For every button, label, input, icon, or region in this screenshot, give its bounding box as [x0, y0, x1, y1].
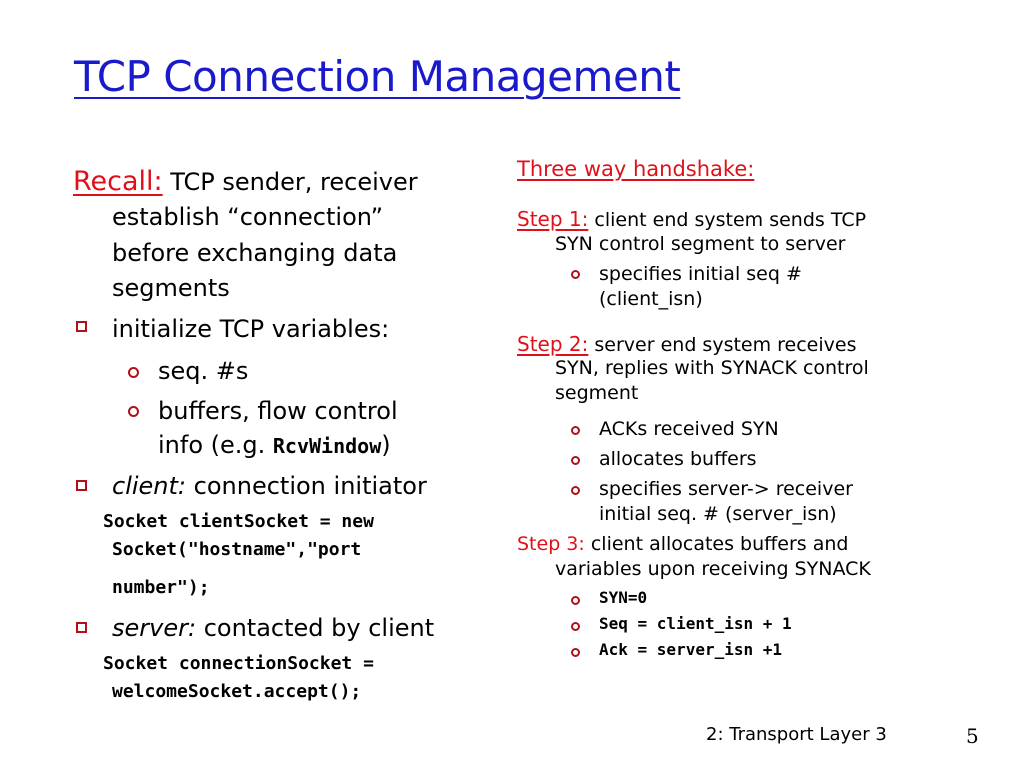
client-text: connection initiator [193, 472, 427, 500]
recall-text-4: segments [112, 274, 230, 302]
step1-text: client end system sends TCP [594, 209, 867, 231]
footer-label: 2: Transport Layer 3 [706, 724, 887, 745]
step2-line: Step 2: server end system receives [517, 332, 856, 356]
step2-text-2: SYN, replies with SYNACK control [555, 357, 869, 379]
step1-sub-2: (client_isn) [599, 288, 703, 310]
step1-sub-1: specifies initial seq # [599, 263, 802, 285]
step1-label: Step 1: [517, 207, 589, 231]
recall-text-3: before exchanging data [112, 239, 398, 267]
buffers-text-2: info (e.g. RcvWindow) [158, 431, 391, 459]
circle-bullet-icon [571, 486, 580, 495]
buffers-suffix: ) [381, 431, 391, 459]
server-label: server: [112, 614, 197, 642]
step2-sub-3: specifies server-> receiver [599, 478, 853, 500]
seq-text: seq. #s [158, 357, 249, 385]
square-bullet-icon [76, 480, 87, 491]
recall-text: TCP sender, receiver [170, 168, 418, 196]
client-label: client: [112, 472, 187, 500]
step3-sub-3: Ack = server_isn +1 [599, 640, 783, 659]
circle-bullet-icon [571, 426, 580, 435]
step3-text-2: variables upon receiving SYNACK [555, 558, 871, 580]
server-code-2: welcomeSocket.accept(); [112, 681, 362, 702]
step3-sub-2: Seq = client_isn + 1 [599, 614, 792, 633]
buffers-text-1: buffers, flow control [158, 397, 398, 425]
init-vars-text: initialize TCP variables: [112, 315, 390, 343]
client-code-1: Socket clientSocket = new [103, 511, 374, 532]
client-code-2: Socket("hostname","port [112, 539, 362, 560]
step2-sub-3b: initial seq. # (server_isn) [599, 503, 837, 525]
server-text: contacted by client [203, 614, 435, 642]
server-line: server: contacted by client [112, 614, 434, 642]
handshake-heading: Three way handshake: [517, 157, 755, 181]
step3-sub-1: SYN=0 [599, 588, 648, 607]
recall-line: Recall: TCP sender, receiver [73, 166, 418, 197]
square-bullet-icon [76, 622, 87, 633]
step2-label: Step 2: [517, 332, 589, 356]
circle-bullet-icon [571, 648, 580, 657]
step1-line: Step 1: client end system sends TCP [517, 207, 866, 231]
step3-line: Step 3: client allocates buffers and [517, 533, 848, 555]
square-bullet-icon [76, 321, 87, 332]
slide-title: TCP Connection Management [74, 52, 681, 101]
step2-sub-2: allocates buffers [599, 448, 757, 470]
recall-label: Recall: [73, 166, 163, 197]
circle-bullet-icon [128, 367, 139, 378]
circle-bullet-icon [571, 596, 580, 605]
page-number: 5 [966, 724, 979, 748]
server-code-1: Socket connectionSocket = [103, 653, 374, 674]
client-line: client: connection initiator [112, 472, 427, 500]
step2-text: server end system receives [594, 334, 857, 356]
step3-label: Step 3: [517, 533, 585, 555]
circle-bullet-icon [571, 622, 580, 631]
buffers-prefix: info (e.g. [158, 431, 273, 459]
step2-sub-1: ACKs received SYN [599, 418, 779, 440]
rcvwindow-code: RcvWindow [272, 434, 382, 458]
circle-bullet-icon [571, 456, 580, 465]
circle-bullet-icon [128, 406, 139, 417]
step2-text-3: segment [555, 382, 639, 404]
recall-text-2: establish “connection” [112, 203, 384, 231]
client-code-3: number"); [112, 577, 210, 598]
circle-bullet-icon [571, 270, 580, 279]
step1-text-2: SYN control segment to server [555, 233, 846, 255]
step3-text: client allocates buffers and [590, 533, 849, 555]
